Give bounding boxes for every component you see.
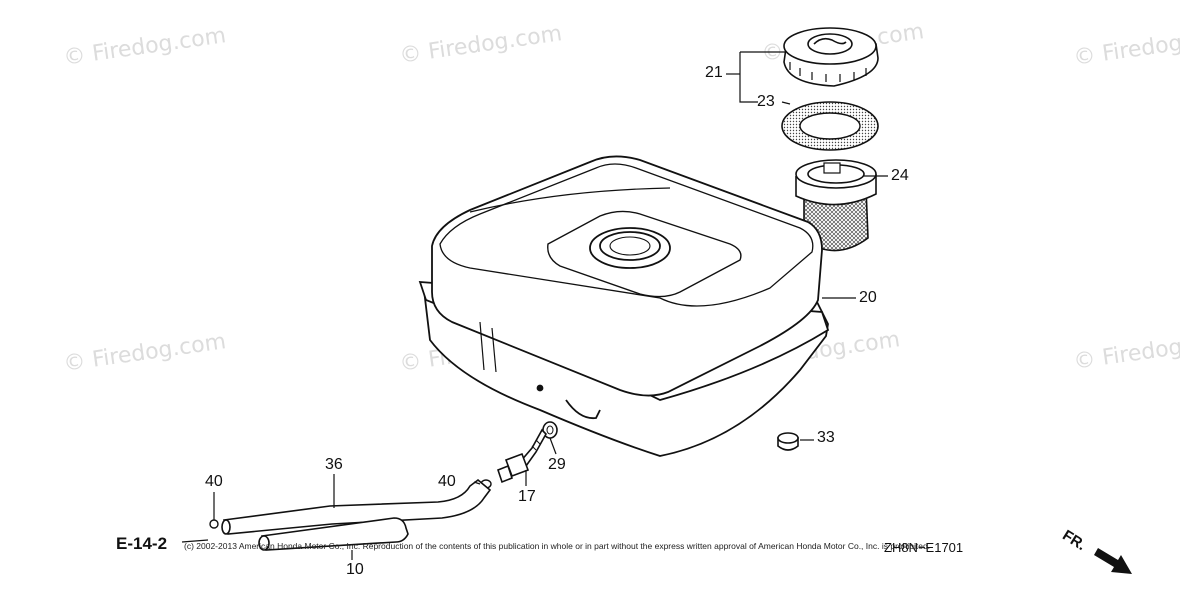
callout-21[interactable]: 21 xyxy=(705,64,723,81)
fuel-tank-part[interactable] xyxy=(418,155,830,457)
callout-20[interactable]: 20 xyxy=(859,289,877,306)
callout-40[interactable]: 40 xyxy=(205,473,223,490)
callout-33[interactable]: 33 xyxy=(817,429,835,446)
callout-17[interactable]: 17 xyxy=(518,488,536,505)
copyright-notice: (c) 2002-2013 American Honda Motor Co., … xyxy=(184,541,931,551)
callout-24[interactable]: 24 xyxy=(891,167,909,184)
cap-gasket-part[interactable] xyxy=(781,101,879,151)
section-reference-link[interactable]: E-14-2 xyxy=(116,534,168,553)
callout-40[interactable]: 40 xyxy=(438,473,456,490)
fuel-joint-part[interactable] xyxy=(497,428,547,484)
fuel-cap-part[interactable] xyxy=(783,27,879,87)
callout-10[interactable]: 10 xyxy=(346,561,364,578)
leader-lines xyxy=(181,51,888,560)
diagram-code: ZH8N−E1701 xyxy=(884,540,964,555)
callout-29[interactable]: 29 xyxy=(548,456,566,473)
callout-23[interactable]: 23 xyxy=(757,93,775,110)
short-tube-part[interactable] xyxy=(258,517,409,551)
front-direction-arrow-icon xyxy=(1094,548,1132,574)
callout-36[interactable]: 36 xyxy=(325,456,343,473)
fuel-tube-part[interactable] xyxy=(221,478,492,535)
drain-plug-part[interactable] xyxy=(777,432,799,451)
